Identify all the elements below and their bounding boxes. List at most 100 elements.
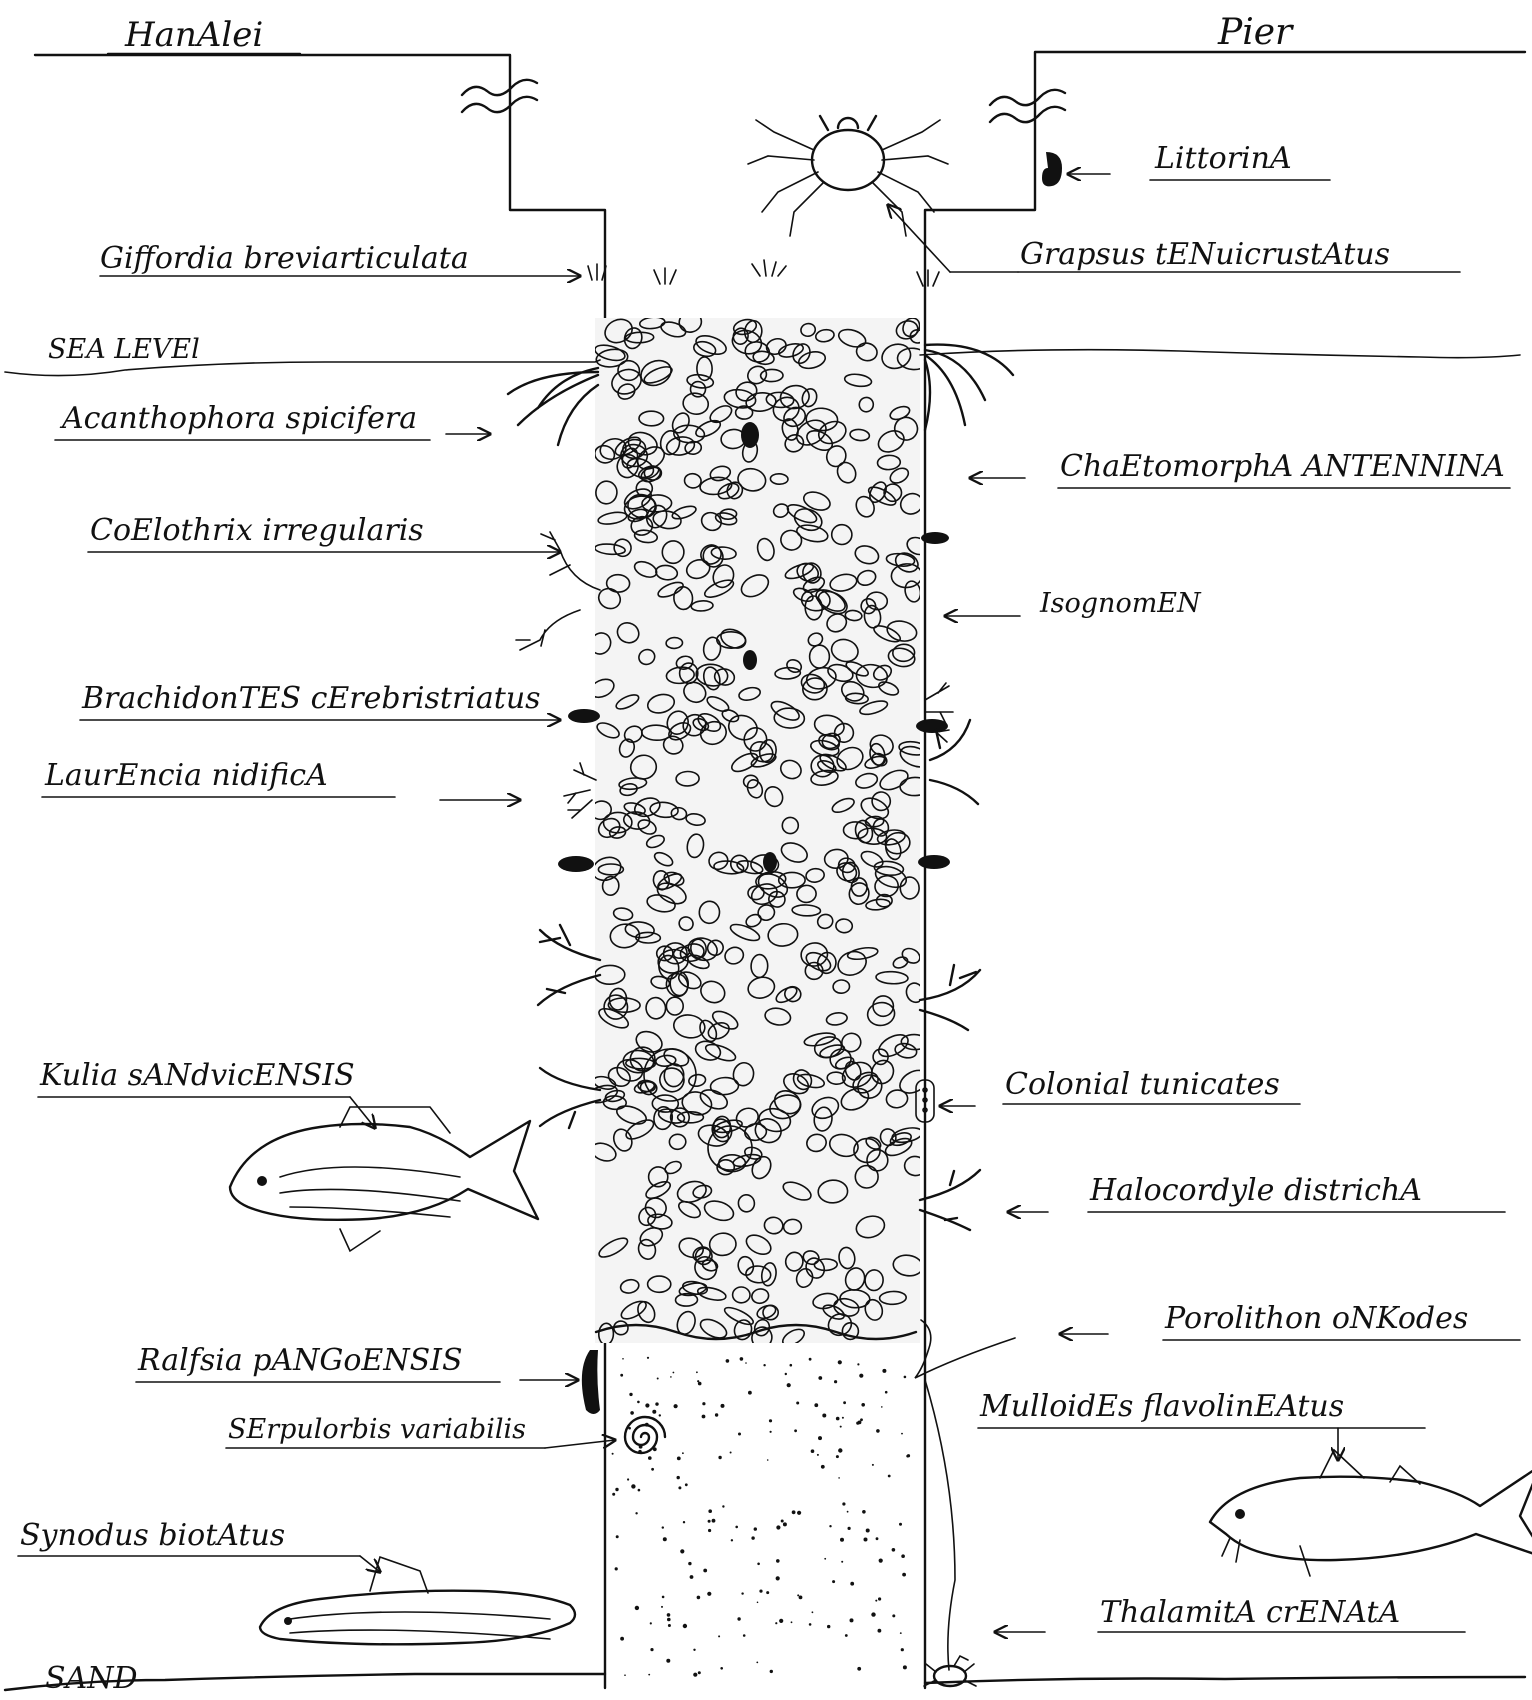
sediment-speck [818,1436,822,1440]
sediment-speck [901,1648,904,1651]
sediment-speck [708,1529,711,1532]
sediment-speck [824,1558,826,1560]
sediment-speck [702,1415,706,1419]
sediment-speck [882,1369,886,1373]
sediment-speck [622,1358,624,1360]
sediment-speck [712,1519,716,1523]
sediment-speck [836,1417,840,1421]
sediment-speck [776,1576,780,1580]
sediment-speck [737,1617,740,1620]
sediment-speck [651,1468,654,1471]
sediment-speck [871,1612,875,1616]
sediment-speck [630,1411,634,1415]
sediment-speck [659,1414,661,1416]
sediment-speck [720,1667,723,1670]
sediment-speck [779,1619,783,1623]
sediment-speck [836,1455,839,1458]
sediment-speck [685,1483,688,1486]
label-colonial-tunicates: Colonial tunicates [1005,1067,1280,1102]
sediment-speck [743,1634,746,1637]
littorina-icon [1042,152,1062,186]
label-mulloides: MulloidEs flavolinEAtus [979,1389,1344,1424]
sediment-speck [796,1402,799,1405]
sediment-speck [674,1404,678,1408]
sediment-speck [769,1419,772,1422]
sediment-speck [840,1426,842,1428]
sediment-speck [690,1575,694,1579]
label-isognomen: IsognomEN [1039,588,1202,619]
sediment-speck [838,1360,842,1364]
sediment-speck [845,1634,848,1637]
sediment-speck [811,1449,815,1453]
sediment-speck [637,1401,640,1404]
sediment-speck [776,1559,780,1563]
sediment-speck [781,1520,784,1523]
sediment-speck [875,1600,877,1602]
sediment-speck [876,1537,879,1540]
sediment-speck [888,1475,891,1478]
sediment-speck [885,1391,888,1394]
sediment-speck [776,1525,780,1529]
sediment-speck [794,1429,797,1432]
sediment-speck [751,1536,754,1539]
sediment-speck [757,1602,759,1604]
sediment-speck [688,1562,691,1565]
sediment-speck [631,1484,635,1488]
sediment-speck [878,1629,882,1633]
sediment-speck [708,1509,712,1513]
sediment-speck [693,1673,697,1677]
sediment-speck [860,1418,863,1421]
sediment-speck [818,1376,822,1380]
label-ralfsia: Ralfsia pANGoENSIS [137,1343,463,1378]
sediment-speck [754,1527,757,1530]
sediment-speck [697,1380,699,1382]
sediment-speck [850,1618,854,1622]
synodus-fish-icon [260,1557,575,1644]
sediment-speck [829,1525,831,1527]
sediment-speck [612,1493,615,1496]
sediment-speck [809,1623,812,1626]
sediment-speck [663,1537,667,1541]
sediment-speck [902,1573,906,1577]
sediment-speck [703,1569,707,1573]
sediment-speck [693,1649,695,1651]
sediment-speck [866,1529,870,1533]
sediment-speck [745,1362,747,1364]
sediment-speck [792,1510,796,1514]
sediment-speck [670,1376,672,1378]
label-littorina: LittorinA [1154,141,1292,176]
sediment-speck [759,1590,762,1593]
sediment-speck [848,1527,851,1530]
sediment-speck [698,1382,702,1386]
sediment-speck [838,1448,842,1452]
sediment-speck [730,1452,732,1454]
sediment-speck [843,1401,846,1404]
sediment-speck [857,1363,859,1365]
sediment-speck [718,1456,721,1459]
label-serpulorbis: SErpulorbis variabilis [228,1414,526,1445]
sediment-speck [682,1452,684,1454]
sediment-speck [838,1477,840,1479]
sediment-speck [770,1670,773,1673]
serpulorbis-icon [625,1417,665,1453]
mulloides-tether-line [915,1320,1015,1670]
sediment-speck [668,1624,671,1627]
sediment-speck [861,1403,865,1407]
label-thalamita: ThalamitA crENAtA [1100,1595,1400,1630]
sediment-speck [696,1371,698,1373]
sediment-speck [903,1665,907,1669]
sediment-speck [666,1659,670,1663]
lower-piling [612,1357,911,1677]
sediment-speck [735,1526,738,1529]
labels-right: LittorinA Grapsus tENuicrustAtus ChaEtom… [888,141,1520,1632]
label-synodus: Synodus biotAtus [20,1518,285,1553]
sediment-speck [907,1454,910,1457]
sediment-speck [821,1465,825,1469]
label-kulia: Kulia sANdvicENSIS [39,1058,355,1093]
sediment-speck [662,1526,664,1528]
sediment-speck [892,1548,896,1552]
sediment-speck [620,1374,623,1377]
title-right-group: Pier [1217,12,1294,53]
sediment-speck [722,1505,724,1507]
